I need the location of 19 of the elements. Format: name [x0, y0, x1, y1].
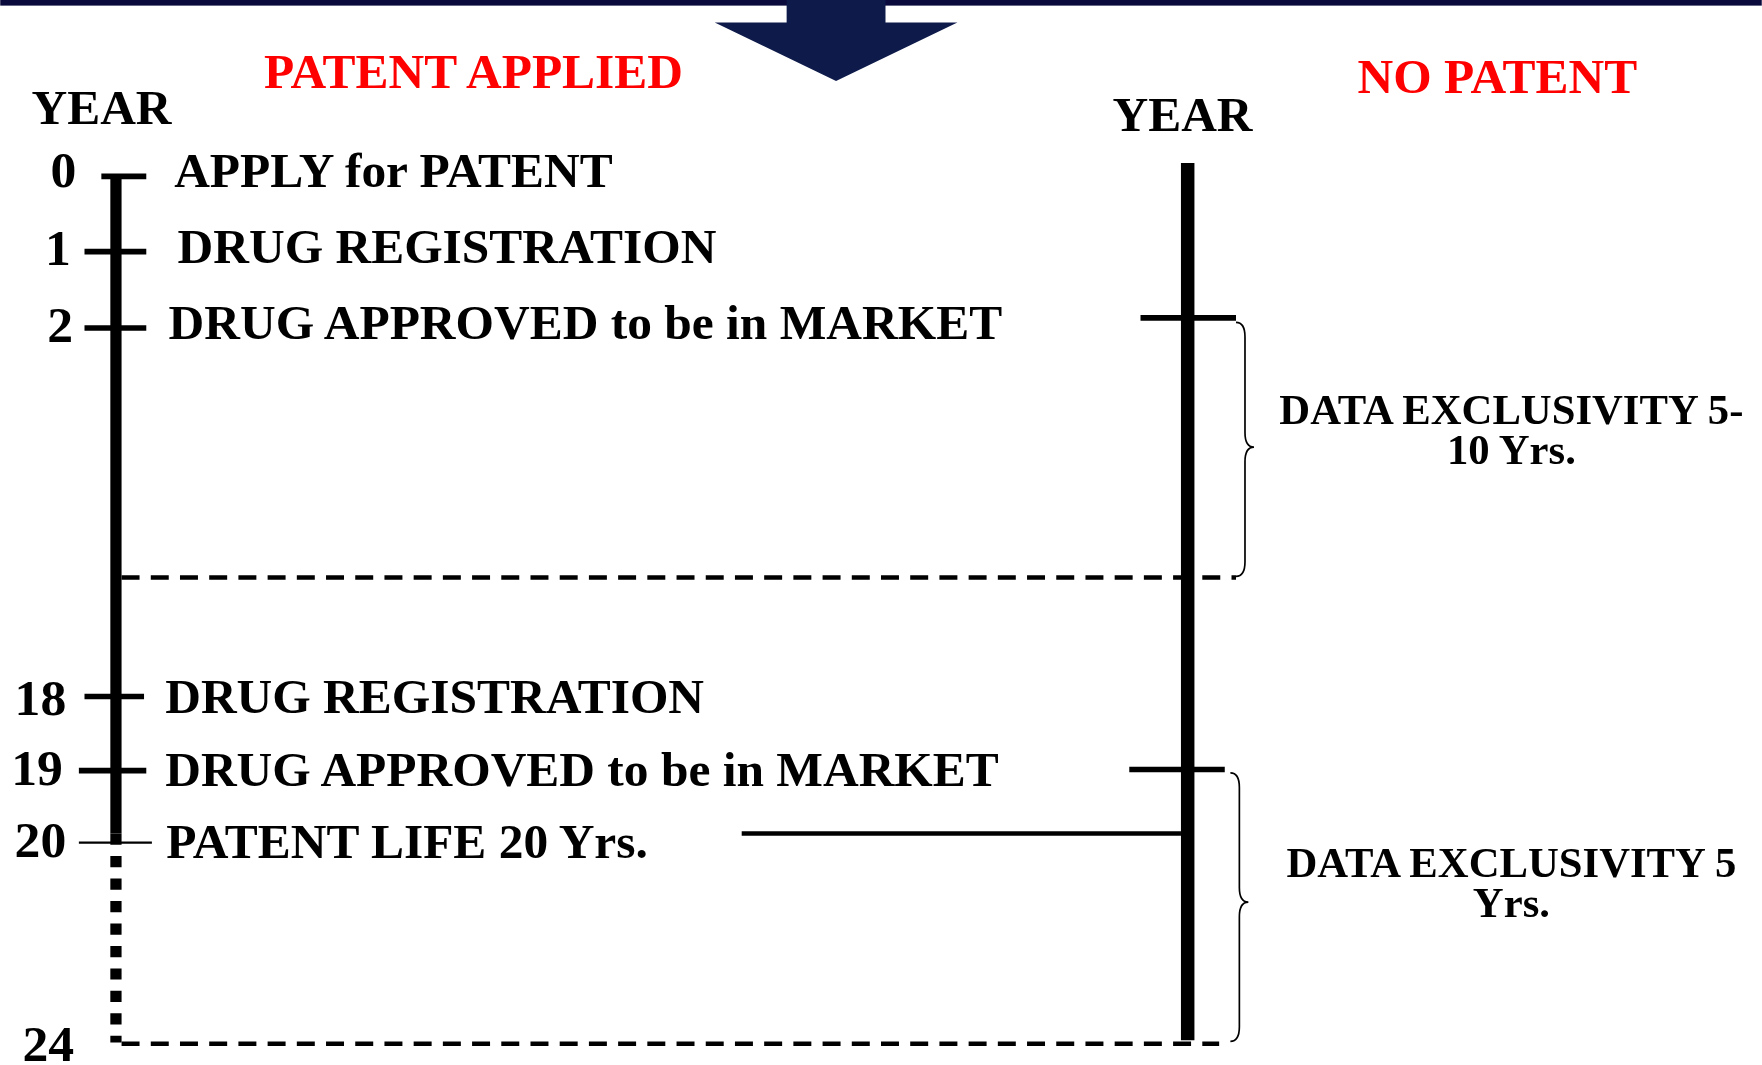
axis-title: YEAR — [31, 83, 172, 133]
period-label: DATA EXCLUSIVITY 5-10 Yrs. — [1278, 389, 1745, 472]
axis-title: YEAR — [1112, 89, 1253, 140]
event-text: DRUG APPROVED to be in MARKET — [168, 297, 1003, 348]
year-number: 0 — [50, 143, 77, 196]
period-label: DATA EXCLUSIVITY 5 Yrs. — [1285, 842, 1738, 924]
year-number: 24 — [22, 1018, 75, 1065]
event-text: DRUG REGISTRATION — [177, 222, 717, 272]
year-number: 18 — [14, 672, 67, 724]
year-number: 2 — [47, 298, 74, 351]
event-text: DRUG REGISTRATION — [165, 672, 705, 722]
year-number: 20 — [14, 813, 67, 866]
event-text: PATENT LIFE 20 Yrs. — [166, 816, 648, 867]
event-text: DRUG APPROVED to be in MARKET — [165, 745, 999, 795]
year-number: 19 — [11, 741, 63, 794]
section-heading: NO PATENT — [1357, 51, 1638, 102]
year-number: 1 — [44, 222, 71, 275]
event-text: APPLY for PATENT — [174, 146, 613, 196]
section-heading: PATENT APPLIED — [264, 47, 683, 97]
